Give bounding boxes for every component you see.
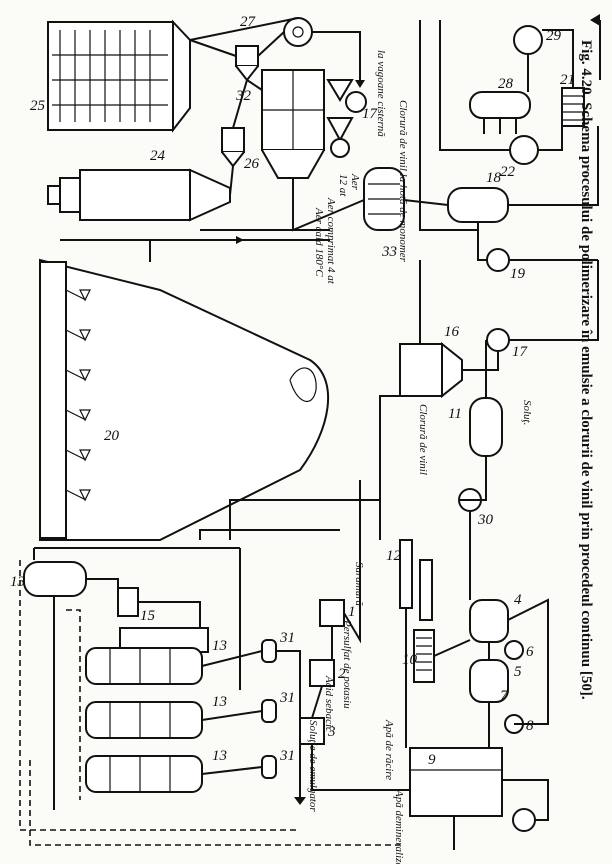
- label-persulfat: Persulfat de potasiu: [341, 619, 353, 709]
- num-31c: 31: [279, 748, 295, 764]
- num-4: 4: [514, 592, 522, 608]
- spray-dryer-20: [39, 258, 330, 541]
- num-14: 13: [10, 574, 25, 590]
- num-17: 17: [512, 344, 529, 360]
- label-saramura: Saramură: [353, 562, 365, 607]
- fan-17a: [345, 91, 367, 113]
- num-24: 24: [150, 148, 166, 164]
- num-22: 22: [500, 164, 516, 180]
- label-aer-cald: Aer cald 180°C: [313, 207, 325, 277]
- label-clorura-vinil: Clorură de vinil: [417, 404, 429, 475]
- num-18: 18: [486, 170, 502, 186]
- pump-19: [486, 248, 510, 272]
- tank-25: [47, 21, 174, 131]
- column-12b: [419, 559, 433, 621]
- num-15: 15: [140, 608, 156, 624]
- num-6: 6: [526, 644, 534, 660]
- tank-15: [117, 587, 139, 617]
- separator-11: [469, 397, 503, 457]
- label-acid: Acid sebacic: [323, 675, 335, 732]
- num-1: 1: [348, 604, 356, 620]
- piping: [19, 14, 601, 850]
- stream-labels: Clorură de vinil la hotă de monomer la v…: [307, 50, 533, 864]
- vessel-31a: [261, 639, 277, 663]
- vessel-31c: [261, 755, 277, 779]
- figure-caption: Fig. 4.20. Schema procesului de polimeri…: [578, 40, 594, 700]
- num-32a: 32: [235, 88, 252, 104]
- pump-29: [513, 25, 543, 55]
- label-apa-racire: Apă de răcire: [383, 719, 395, 780]
- num-9: 9: [428, 752, 436, 768]
- num-20: 20: [104, 428, 120, 444]
- column-12: [399, 539, 413, 609]
- vessel-14: [23, 561, 87, 597]
- num-27: 27: [240, 14, 257, 30]
- num-12: 12: [386, 548, 402, 564]
- vessel-18: [447, 187, 509, 223]
- cyclone-32b: [221, 127, 245, 153]
- num-10: 10: [402, 652, 418, 668]
- vessel-16: [399, 343, 443, 397]
- num-19: 19: [510, 266, 526, 282]
- num-28: 28: [498, 76, 514, 92]
- num-31a: 31: [279, 630, 295, 646]
- reactor-13c: [85, 755, 203, 793]
- cyclone-32a: [235, 45, 259, 67]
- num-26: 26: [244, 156, 260, 172]
- reactor-13b: [85, 701, 203, 739]
- num-13b: 13: [212, 694, 227, 710]
- num-13c: 13: [212, 748, 227, 764]
- pump-22: [509, 135, 539, 165]
- label-emulgator: Soluţie de emulgator: [307, 720, 319, 812]
- pump-bottom: [512, 808, 536, 832]
- tank-9: [409, 747, 503, 817]
- equipment-numbers: 25 32 27 26 24 33 18 29 28 22 21 19 17 2…: [10, 14, 575, 768]
- spray-dryer-section: [39, 258, 510, 541]
- num-29: 29: [546, 28, 562, 44]
- num-31b: 31: [279, 690, 295, 706]
- reactor-13a: [85, 647, 203, 685]
- pump-6: [504, 640, 524, 660]
- vessel-4: [469, 599, 509, 643]
- reactor-section: [23, 488, 536, 832]
- num-5: 5: [514, 664, 522, 680]
- label-clorura-hota: Clorură de vinil la hotă de monomer: [397, 100, 409, 263]
- num-33: 33: [381, 244, 397, 260]
- num-17a: 17: [362, 106, 379, 122]
- num-8: 8: [526, 718, 534, 734]
- num-3: 3: [327, 724, 336, 740]
- num-13a: 13: [212, 638, 227, 654]
- num-30: 30: [477, 512, 494, 528]
- vessel-3: [299, 717, 325, 745]
- label-aer: Aer: [349, 173, 361, 191]
- num-11: 11: [448, 406, 462, 422]
- vessel-1: [319, 599, 345, 627]
- label-12at: 12 at: [337, 174, 349, 197]
- num-21: 21: [560, 72, 575, 88]
- label-sola: Soluţ.: [521, 400, 533, 425]
- label-vagoane: la vagoane cisternă: [375, 50, 387, 137]
- num-25: 25: [30, 98, 46, 114]
- label-aer-comprimat: Aer comprimat 4 at: [325, 197, 337, 285]
- dryer-24: [79, 169, 191, 221]
- pump-17: [486, 328, 510, 352]
- label-apa-demin: Apă demineralizată: [393, 789, 405, 864]
- atomizer-bank: [39, 261, 67, 539]
- compressor-28: [469, 91, 531, 119]
- num-16: 16: [444, 324, 460, 340]
- num-7: 7: [500, 688, 509, 704]
- pump-27: [283, 17, 313, 47]
- num-2: 2: [338, 666, 346, 682]
- vessel-31b: [261, 699, 277, 723]
